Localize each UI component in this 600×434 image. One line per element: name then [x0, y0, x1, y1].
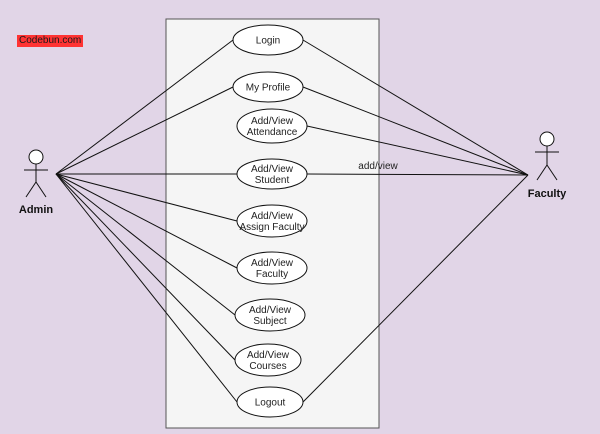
association-lines — [55, 39, 529, 403]
use-case-my-profile[interactable]: My Profile — [232, 71, 304, 103]
use-case-label: Logout — [255, 398, 286, 409]
use-case-label: Add/View — [251, 116, 294, 127]
faculty-to-my-profile-line — [302, 86, 529, 176]
use-case-label: Add/View — [251, 164, 294, 175]
faculty-right-leg — [546, 164, 558, 181]
faculty-to-login-line — [302, 39, 529, 176]
use-case-ellipse — [234, 298, 306, 332]
faculty-to-logout-line — [302, 174, 529, 403]
admin-right-leg — [35, 181, 47, 198]
admin-head — [28, 149, 44, 165]
faculty-left-leg — [536, 164, 548, 181]
admin-to-logout-line — [55, 173, 238, 403]
association-label-add-view: add/view — [358, 161, 398, 172]
admin-to-courses-line — [55, 173, 236, 361]
use-case-ellipse — [232, 24, 304, 56]
admin-left-leg — [25, 181, 37, 198]
use-case-ellipse — [236, 386, 304, 418]
use-case-ellipse — [232, 71, 304, 103]
use-case-label: Subject — [253, 316, 287, 327]
use-case-label: Add/View — [251, 258, 294, 269]
use-case-label: Add/View — [247, 350, 290, 361]
watermark-label: Codebun.com — [17, 35, 84, 47]
faculty-to-attendance-line — [306, 125, 529, 176]
use-case-label: Assign Faculty — [239, 222, 304, 233]
use-case-ellipse — [236, 108, 308, 144]
admin-to-my-profile-line — [55, 86, 234, 175]
use-case-label: Add/View — [251, 211, 294, 222]
use-case-label: Add/View — [249, 305, 292, 316]
use-case-label: My Profile — [246, 83, 291, 94]
faculty-label: Faculty — [528, 188, 567, 200]
use-case-ellipse — [236, 251, 308, 285]
use-case-ellipse — [236, 158, 308, 190]
use-case-logout[interactable]: Logout — [236, 386, 304, 418]
use-case-label: Faculty — [256, 269, 288, 280]
faculty-actor[interactable] — [535, 131, 559, 181]
use-case-label: Login — [256, 36, 280, 47]
admin-to-faculty-line — [55, 173, 238, 269]
faculty-to-student-line — [306, 173, 529, 176]
use-case-label: Courses — [249, 361, 286, 372]
use-case-ellipse — [236, 204, 308, 238]
use-case-ellipse — [234, 343, 302, 377]
admin-actor[interactable] — [24, 149, 48, 198]
admin-to-assign-faculty-line — [55, 173, 238, 222]
use-case-login[interactable]: Login — [232, 24, 304, 56]
admin-to-subject-line — [55, 173, 236, 316]
faculty-head — [539, 131, 555, 147]
admin-to-login-line — [55, 39, 234, 175]
admin-label: Admin — [19, 204, 54, 216]
use-case-label: Student — [255, 175, 290, 186]
use-case-label: Attendance — [247, 127, 298, 138]
